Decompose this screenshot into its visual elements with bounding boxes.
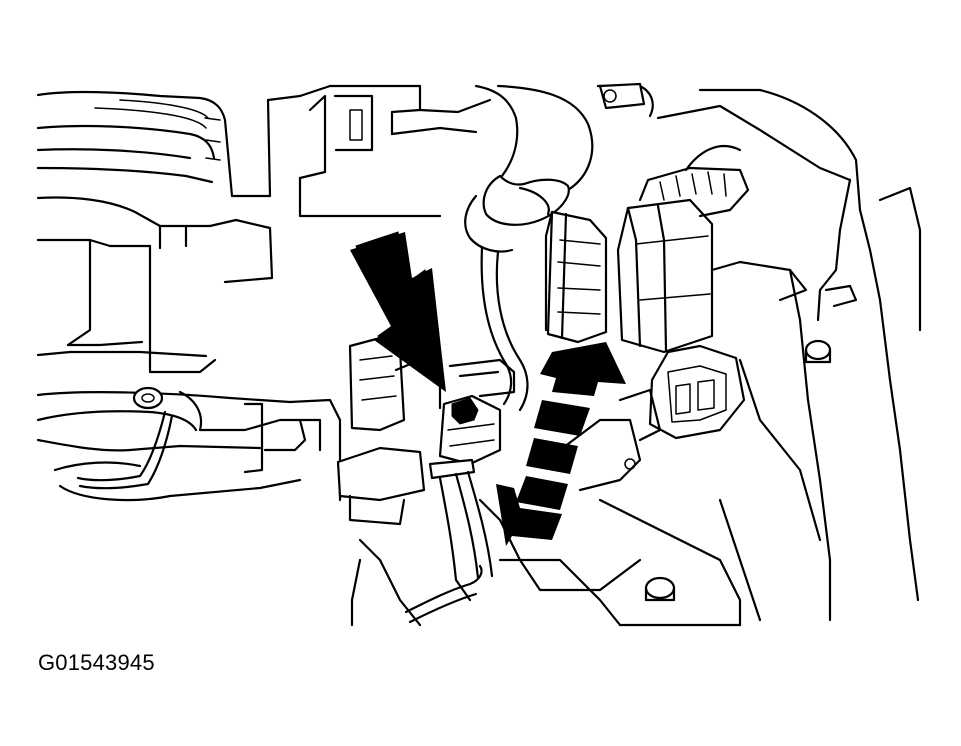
left-bracket-assembly — [36, 90, 292, 404]
motion-arrow — [496, 342, 626, 546]
right-connector-cluster — [618, 344, 746, 442]
center-component — [336, 336, 516, 526]
pointer-arrow — [350, 231, 446, 392]
dual-connector-assembly — [544, 145, 808, 354]
right-housing — [656, 88, 922, 622]
lower-left-harness — [36, 386, 342, 502]
top-center-bracket — [266, 84, 492, 218]
target-connector — [404, 394, 502, 624]
figure-caption: G01543945 — [38, 650, 155, 675]
lower-plate — [350, 418, 742, 627]
harness-loop — [464, 82, 654, 412]
